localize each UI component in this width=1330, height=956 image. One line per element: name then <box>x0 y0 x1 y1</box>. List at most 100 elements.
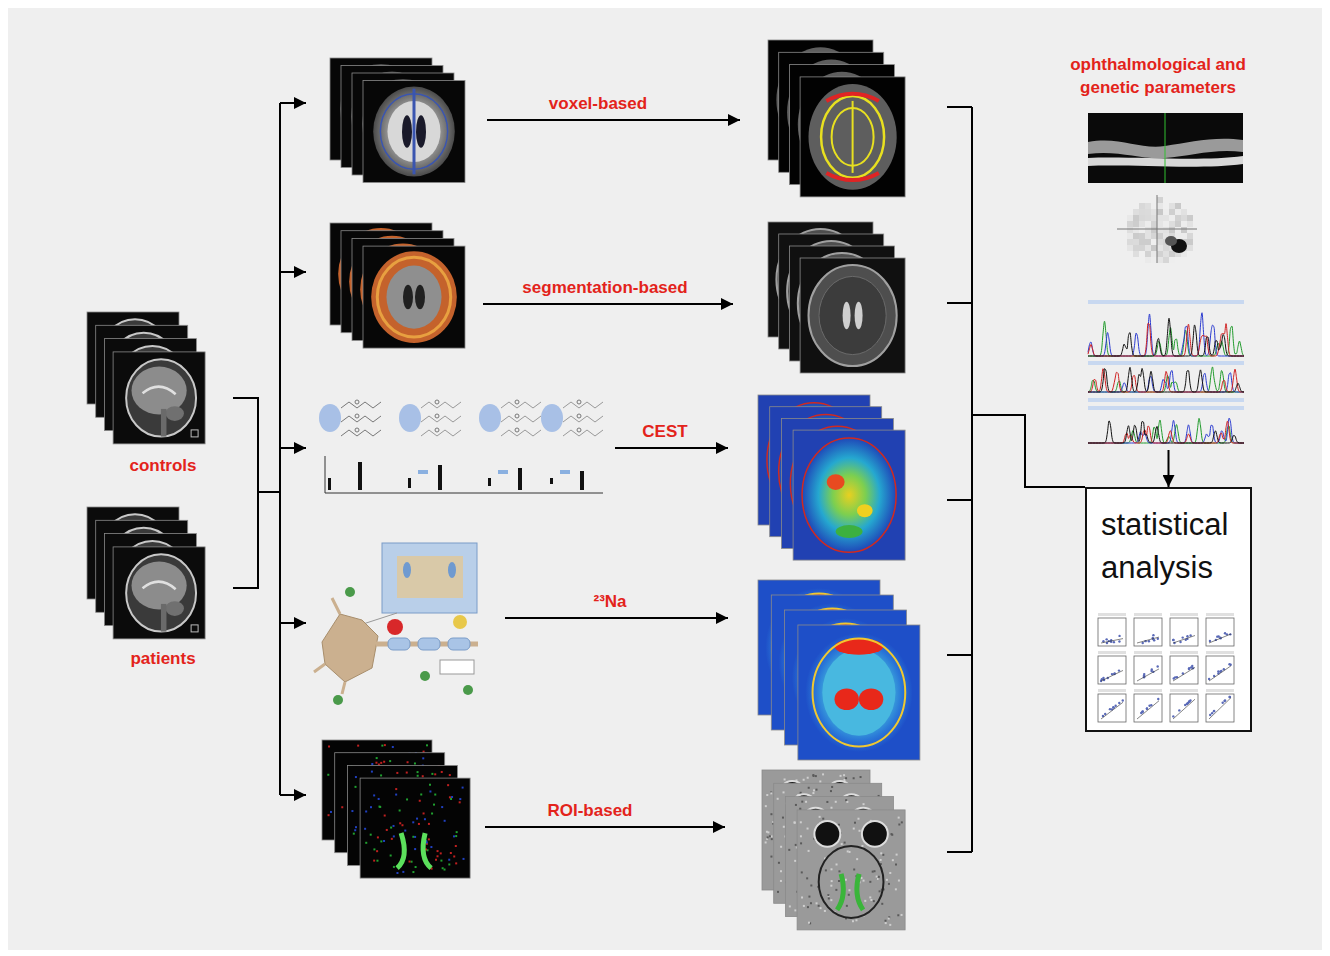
illustration-part <box>577 428 581 432</box>
illustration-part <box>328 478 331 490</box>
illustration-part <box>455 862 457 864</box>
illustration-part <box>415 285 425 309</box>
illustration-part <box>885 922 887 924</box>
illustration-part <box>873 900 875 902</box>
illustration-part <box>1157 195 1158 263</box>
illustration-part <box>395 788 397 790</box>
illustration-part <box>431 773 433 775</box>
illustration-part <box>771 838 773 840</box>
illustration-part <box>1187 245 1193 251</box>
illustration-part <box>898 817 900 819</box>
illustration-part <box>890 833 892 835</box>
illustration-part <box>414 848 416 850</box>
illustration-part <box>1098 651 1126 654</box>
illustration-part <box>1139 233 1145 239</box>
illustration-part <box>1181 209 1187 215</box>
illustration-part <box>896 854 898 856</box>
illustration-part <box>819 276 886 354</box>
illustration-part <box>793 430 905 560</box>
illustration-part <box>418 823 420 825</box>
illustration-part <box>947 654 972 656</box>
illustration-part <box>793 430 905 560</box>
illustration-part <box>1127 215 1133 221</box>
illustration-part <box>441 806 443 808</box>
roi-stack <box>762 770 905 930</box>
illustration-part <box>371 763 373 765</box>
illustration-part <box>1127 245 1133 251</box>
illustration-part <box>808 787 810 789</box>
dti-stack <box>322 740 470 878</box>
illustration-part <box>847 850 849 852</box>
illustration-part <box>1175 227 1181 233</box>
illustration-part <box>161 604 167 632</box>
method-label: ²³Na <box>593 592 626 612</box>
illustration-part <box>1151 215 1157 221</box>
illustration-part <box>1163 251 1169 257</box>
illustration-part <box>341 430 381 436</box>
illustration-part <box>438 465 442 490</box>
illustration-part <box>1112 706 1114 708</box>
illustration-part <box>1118 702 1120 704</box>
illustration-part <box>407 761 409 763</box>
illustration-part <box>391 838 393 840</box>
illustration-part <box>886 879 888 881</box>
illustration-part <box>1213 710 1215 712</box>
illustration-part <box>354 829 356 831</box>
illustration-part <box>1182 636 1184 638</box>
illustration-part <box>843 774 845 776</box>
illustration-part <box>888 883 890 885</box>
illustration-part <box>1133 215 1139 221</box>
illustration-part <box>800 842 802 844</box>
illustration-part <box>1145 215 1151 221</box>
illustration-part <box>800 792 802 794</box>
illustration-part <box>892 859 894 861</box>
illustration-part <box>389 760 391 762</box>
illustration-part <box>853 828 855 830</box>
illustration-part <box>1148 704 1150 706</box>
illustration-part <box>840 775 842 777</box>
illustration-part <box>888 918 890 920</box>
illustration-part <box>166 406 184 421</box>
illustration-part <box>874 870 876 872</box>
sodium-map-stack <box>758 580 920 760</box>
illustration-part <box>380 774 382 776</box>
illustration-part <box>451 796 453 798</box>
illustration-part <box>412 871 414 873</box>
illustration-part <box>1175 221 1181 227</box>
illustration-part <box>420 793 422 795</box>
illustration-part <box>789 905 791 907</box>
illustration-part <box>1145 233 1151 239</box>
illustration-part <box>463 685 473 695</box>
illustration-part <box>838 870 840 872</box>
illustration-part <box>453 855 455 857</box>
illustration-part <box>392 825 394 827</box>
illustration-part <box>836 525 863 538</box>
illustration-part <box>828 897 830 899</box>
illustration-part <box>387 619 403 635</box>
illustration-part <box>418 638 440 650</box>
illustration-part <box>1140 712 1142 714</box>
illustration-part <box>846 905 848 907</box>
illustration-part <box>947 499 972 501</box>
illustration-part <box>1163 203 1169 209</box>
illustration-part <box>429 790 431 792</box>
illustration-part <box>434 773 436 775</box>
illustration-part <box>462 787 464 789</box>
illustration-part <box>1134 656 1162 684</box>
illustration-part <box>412 821 414 823</box>
illustration-part <box>1157 197 1163 203</box>
flow-arrow <box>1168 450 1170 487</box>
illustration-part <box>161 409 167 437</box>
illustration-part <box>442 867 444 869</box>
illustration-part <box>384 815 386 817</box>
illustration-part <box>421 402 461 408</box>
illustration-part <box>420 671 430 681</box>
illustration-part <box>355 826 357 828</box>
illustration-part <box>355 414 359 418</box>
illustration-part <box>1187 233 1193 239</box>
illustration-part <box>880 852 882 854</box>
illustration-part <box>450 852 452 854</box>
illustration-part <box>376 850 378 852</box>
illustration-part <box>1139 215 1145 221</box>
illustration-part <box>429 784 431 786</box>
